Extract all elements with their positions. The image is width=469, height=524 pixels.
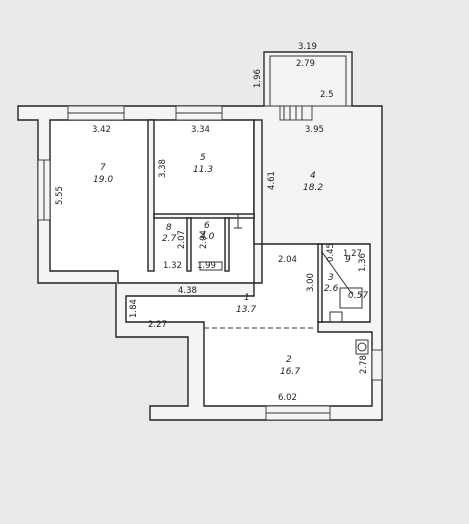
dim-room7-width: 3.42 <box>92 125 111 135</box>
room-9-number: 9 <box>345 255 351 265</box>
exterior-walls <box>17 51 383 421</box>
dim-room5-width: 3.34 <box>191 125 210 135</box>
room-labels: 7 19.0 5 11.3 4 18.2 8 2.7 6 4.0 1 13.7 … <box>93 153 368 377</box>
dim-hall-lower: 2.27 <box>148 320 167 330</box>
fixtures <box>199 214 369 355</box>
dim-room3-top: 1.27 <box>343 249 362 259</box>
dim-room9-b: 1.36 <box>358 253 368 272</box>
dimensions: 3.19 2.79 1.96 2.5 3.42 5.55 3.34 3.38 3… <box>55 42 369 403</box>
dim-room3-height: 3.00 <box>306 273 316 292</box>
windows <box>37 105 383 421</box>
room-5-area: 11.3 <box>193 165 213 175</box>
room-4-number: 4 <box>310 171 316 181</box>
dim-balcony-depth: 1.96 <box>253 69 263 88</box>
dim-room8-height: 2.07 <box>177 230 187 249</box>
room-1-number: 1 <box>244 293 250 303</box>
dim-balcony-outer: 3.19 <box>298 42 317 52</box>
dim-hall-small: 1.84 <box>129 299 139 318</box>
room-2-number: 2 <box>286 355 292 365</box>
dim-hall-width: 4.38 <box>178 286 197 296</box>
room-7-number: 7 <box>100 163 106 173</box>
dim-room5-height: 3.38 <box>158 159 168 178</box>
dim-room7-height: 5.55 <box>55 186 65 205</box>
dim-room2-height: 2.78 <box>359 355 369 374</box>
room-6-area: 4.0 <box>200 232 215 242</box>
room-6-number: 6 <box>204 221 210 231</box>
dim-room6-width: 1.99 <box>197 261 216 271</box>
room-1-area: 13.7 <box>236 305 256 315</box>
dim-room9-a: 0.45 <box>326 243 336 262</box>
partitions <box>147 119 363 329</box>
room-8-area: 2.7 <box>162 234 177 244</box>
room-5-number: 5 <box>200 153 206 163</box>
room-3-area: 2.6 <box>324 284 339 294</box>
dim-corridor-width: 2.04 <box>278 255 297 265</box>
dim-room2-width: 6.02 <box>278 393 297 403</box>
room-9-area: 0.57 <box>348 291 368 301</box>
dim-room6-height: 2.04 <box>199 230 209 249</box>
dim-room8-width: 1.32 <box>163 261 182 271</box>
room-8-number: 8 <box>166 223 172 233</box>
room-3-number: 3 <box>328 273 334 283</box>
dim-balcony-inner: 2.79 <box>296 59 315 69</box>
dim-balcony-side: 2.5 <box>320 90 334 100</box>
room-2-area: 16.7 <box>280 367 300 377</box>
dim-room4-width: 3.95 <box>305 125 324 135</box>
room-7-area: 19.0 <box>93 175 113 185</box>
room-4-area: 18.2 <box>303 183 323 193</box>
dim-room4-height: 4.61 <box>267 171 277 190</box>
